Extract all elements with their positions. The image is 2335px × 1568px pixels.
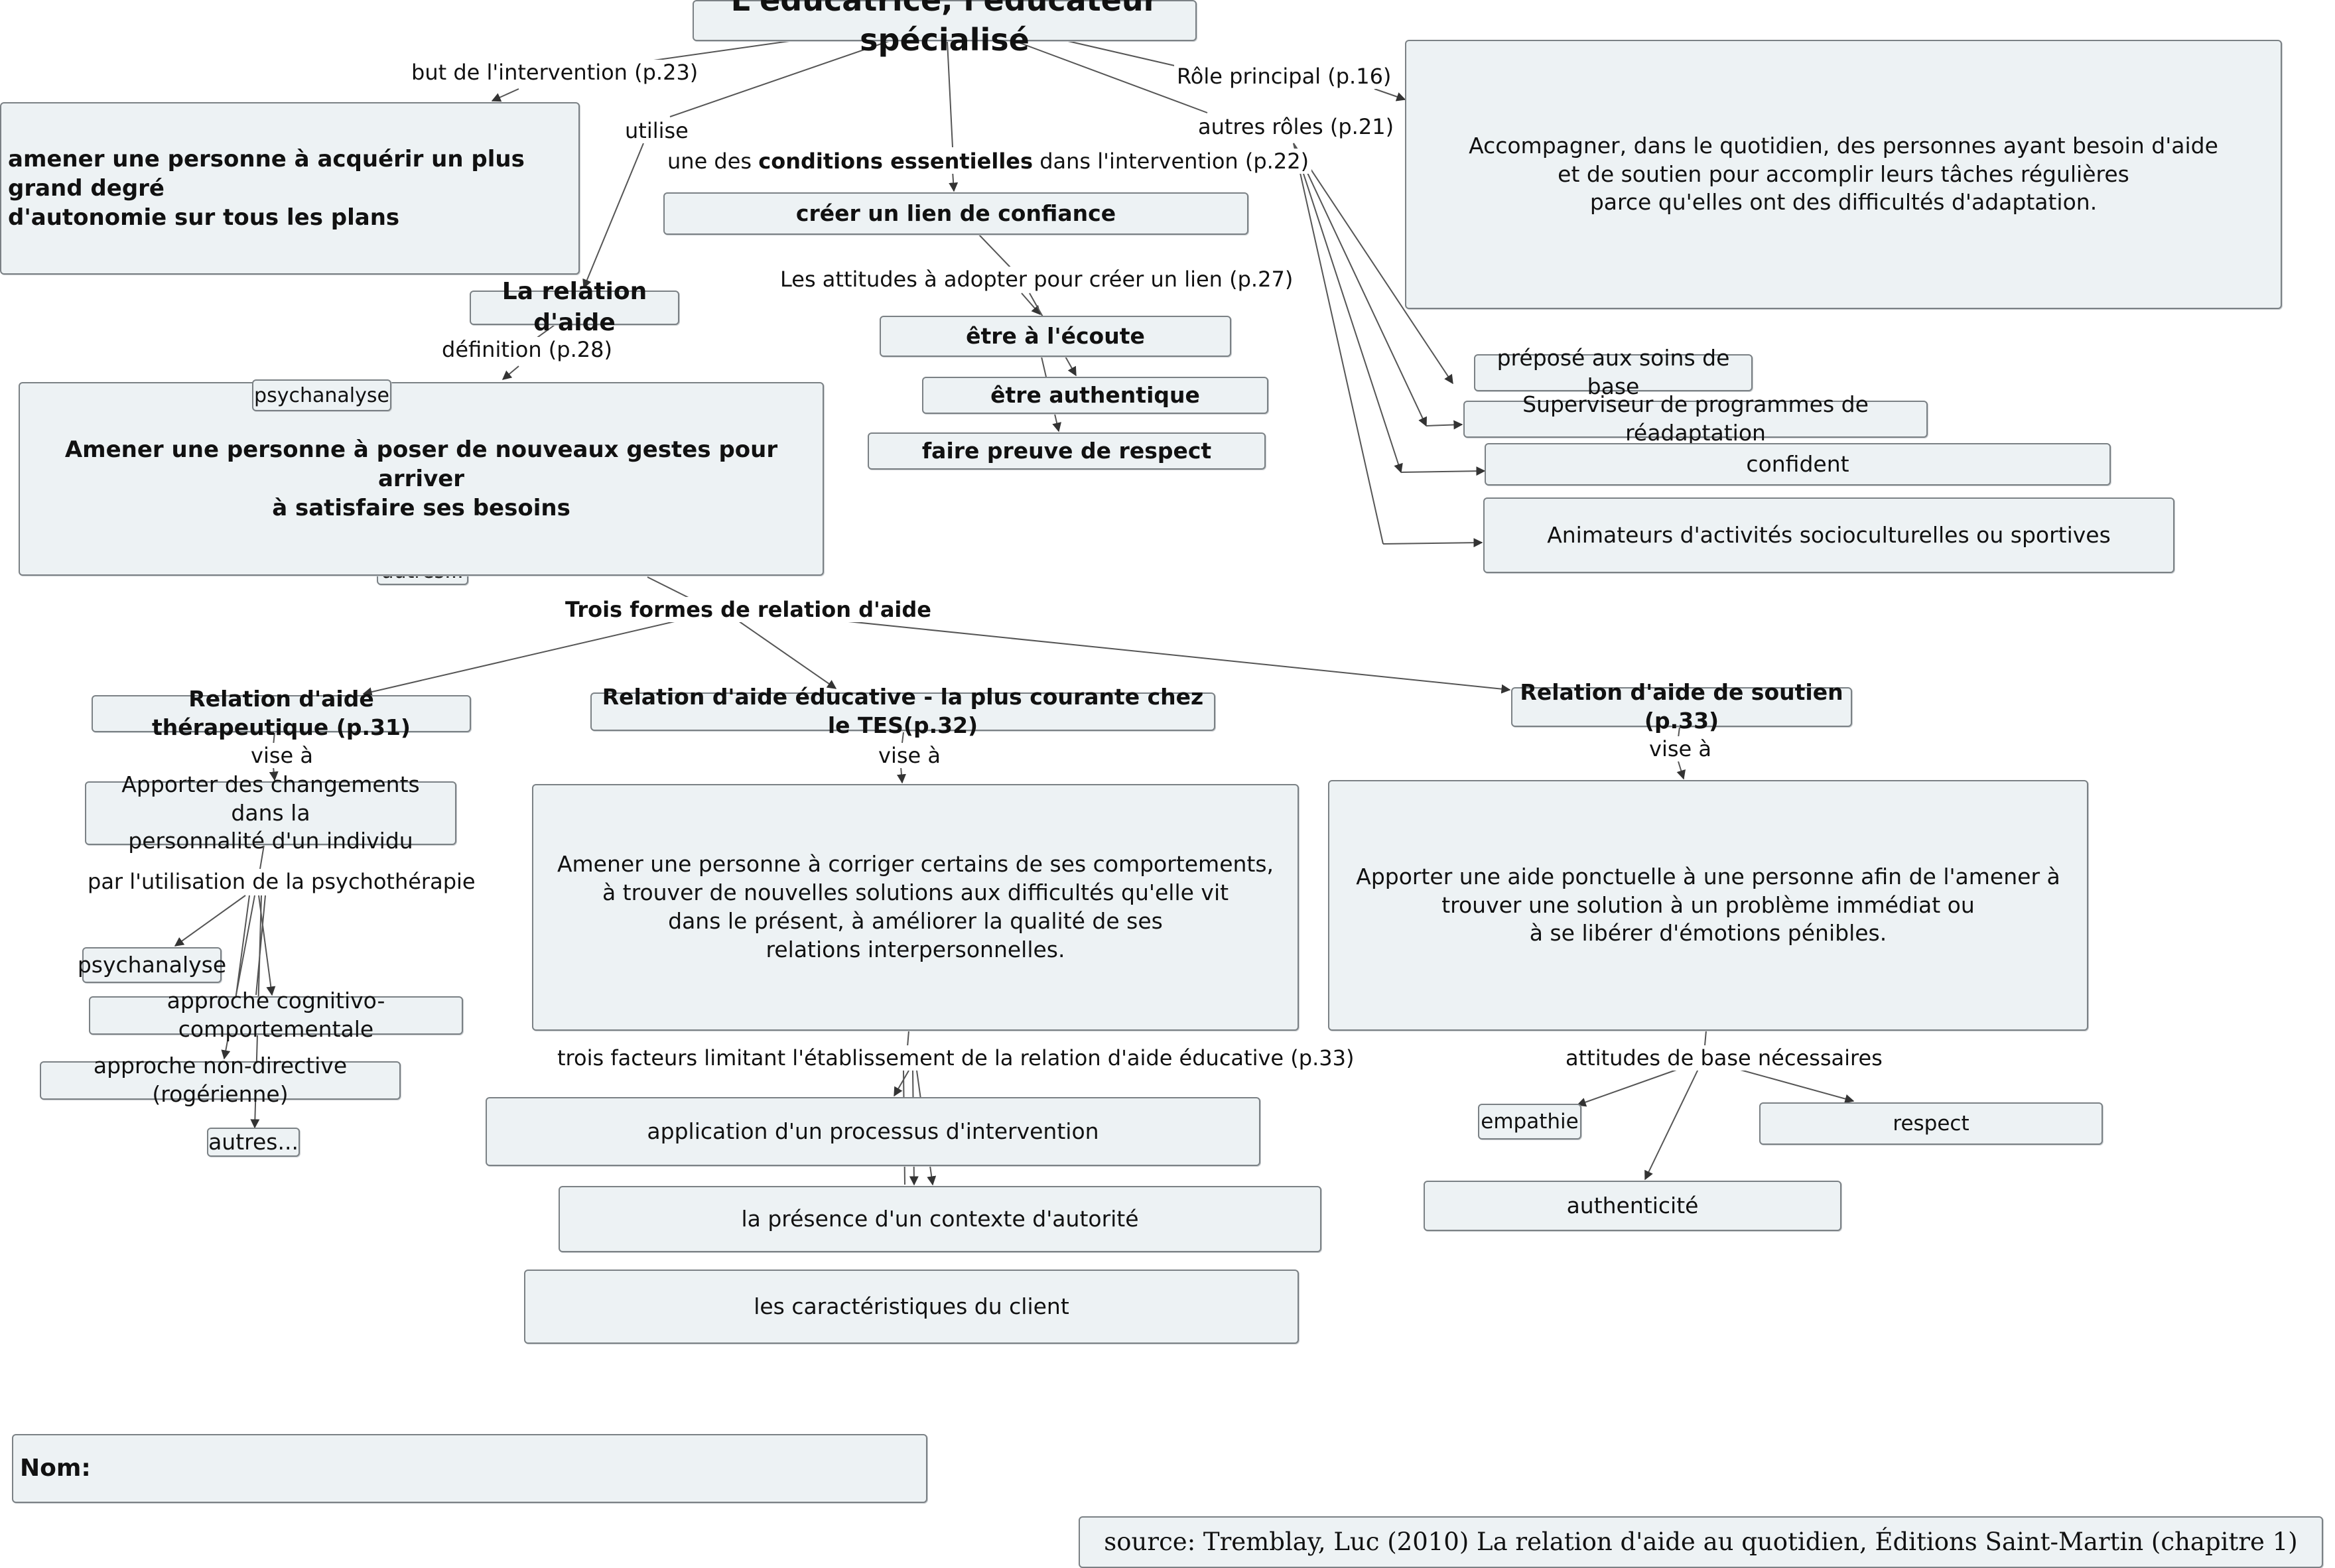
- label-vise-a-soutien: vise à: [1646, 736, 1714, 762]
- node-client: les caractéristiques du client: [524, 1270, 1299, 1344]
- node-respect-attitude: faire preuve de respect: [868, 432, 1266, 470]
- node-therapeutique-text: Apporter des changements dans la personn…: [85, 771, 456, 854]
- label-trois-facteurs: trois facteurs limitant l'établissement …: [555, 1045, 1357, 1071]
- node-non-directive: approche non-directive (rogérienne): [40, 1053, 401, 1107]
- node-prepose: préposé aux soins de base: [1474, 345, 1753, 399]
- node-authenticite: authenticité: [1424, 1181, 1841, 1231]
- node-empathie: empathie: [1478, 1104, 1581, 1140]
- node-soutien-text: Apporter une aide ponctuelle à une perso…: [1328, 780, 2088, 1031]
- node-cognitivo: approche cognitivo-comportementale: [89, 988, 463, 1042]
- node-psychanalyse: psychanalyse: [78, 947, 226, 983]
- label-conditions-pre: une des: [667, 149, 759, 174]
- node-educative-text: Amener une personne à corriger certains …: [532, 784, 1299, 1031]
- node-respect: respect: [1759, 1102, 2103, 1145]
- node-autres: autres...: [207, 1128, 300, 1157]
- source-citation: source: Tremblay, Luc (2010) La relation…: [1079, 1516, 2323, 1568]
- node-ecoute: être à l'écoute: [880, 316, 1231, 357]
- label-role-principal: Rôle principal (p.16): [1174, 64, 1394, 90]
- label-definition: définition (p.28): [439, 337, 615, 363]
- node-autorite: la présence d'un contexte d'autorité: [559, 1186, 1321, 1252]
- label-autres-roles: autres rôles (p.21): [1195, 114, 1397, 140]
- label-vise-a-therapeutique: vise à: [248, 743, 316, 769]
- label-conditions: une des conditions essentielles dans l'i…: [665, 149, 1312, 174]
- label-but: but de l'intervention (p.23): [409, 60, 701, 86]
- label-vise-a-educative: vise à: [876, 743, 943, 769]
- node-animateurs: Animateurs d'activités socioculturelles …: [1483, 497, 2174, 573]
- label-par-utilisation: par l'utilisation de la psychothérapie: [85, 869, 478, 895]
- label-trois-formes: Trois formes de relation d'aide: [563, 597, 934, 623]
- node-relation-aide: La relation d'aide: [470, 278, 679, 336]
- label-conditions-bold: conditions essentielles: [758, 149, 1034, 174]
- label-conditions-post: dans l'intervention (p.22): [1033, 149, 1309, 174]
- nom-field[interactable]: Nom:: [12, 1434, 927, 1503]
- node-confident: confident: [1485, 443, 2111, 486]
- node-superviseur: Superviseur de programmes de réadaptatio…: [1463, 391, 1928, 446]
- label-attitudes-lien: Les attitudes à adopter pour créer un li…: [777, 267, 1296, 293]
- node-educative: Relation d'aide éducative - la plus cour…: [590, 684, 1215, 738]
- label-attitudes-base: attitudes de base nécessaires: [1563, 1045, 1885, 1071]
- node-soutien: Relation d'aide de soutien (p.33): [1511, 679, 1852, 734]
- node-therapeutique: Relation d'aide thérapeutique (p.31): [92, 686, 471, 740]
- node-psychanalyse-hidden: psychanalyse: [252, 379, 391, 411]
- node-role-principal: Accompagner, dans le quotidien, des pers…: [1405, 40, 2282, 309]
- node-definition: Amener une personne à poser de nouveaux …: [19, 382, 824, 576]
- node-lien-confiance: créer un lien de confiance: [663, 192, 1248, 235]
- node-but-intervention: amener une personne à acquérir un plus g…: [0, 102, 580, 275]
- node-authentique: être authentique: [922, 377, 1268, 414]
- label-utilise: utilise: [622, 118, 691, 144]
- node-processus: application d'un processus d'interventio…: [486, 1097, 1260, 1166]
- map-title: L'éducatrice, l'éducateur spécialisé: [693, 0, 1197, 58]
